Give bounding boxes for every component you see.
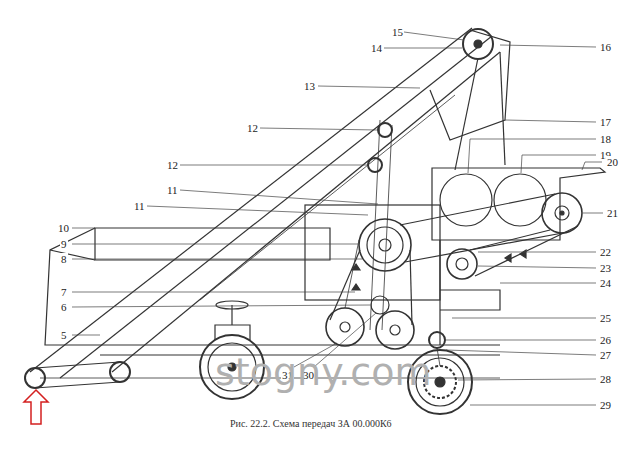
callout-number: 27 [599, 349, 612, 361]
figure-caption: Рис. 22.2. Схема передач ЗА 00.000К6 [230, 418, 392, 430]
callout-number: 16 [599, 41, 612, 53]
callout-number: 15 [391, 26, 404, 38]
callout-number: 10 [57, 222, 70, 234]
callout-number: 11 [166, 184, 179, 196]
callout-number: 25 [599, 312, 612, 324]
callout-number: 11 [133, 200, 146, 212]
callout-number: 7 [60, 286, 68, 298]
callout-number: 9 [60, 238, 68, 250]
callout-number: 26 [599, 334, 612, 346]
callout-number: 23 [599, 262, 612, 274]
callout-number: 17 [599, 116, 612, 128]
callout-number: 21 [606, 207, 619, 219]
callout-number: 22 [599, 246, 612, 258]
watermark: stogny.com [215, 352, 431, 392]
callout-number: 5 [60, 329, 68, 341]
callout-number: 24 [599, 277, 612, 289]
callout-number: 20 [606, 156, 619, 168]
callout-number: 18 [599, 133, 612, 145]
callout-number: 14 [370, 42, 383, 54]
callout-number: 8 [60, 253, 68, 265]
callout-number: 29 [599, 399, 612, 411]
callout-number: 12 [246, 122, 259, 134]
callout-number: 12 [166, 159, 179, 171]
callout-number: 28 [599, 373, 612, 385]
callout-number: 6 [60, 301, 68, 313]
callout-number: 13 [303, 80, 316, 92]
